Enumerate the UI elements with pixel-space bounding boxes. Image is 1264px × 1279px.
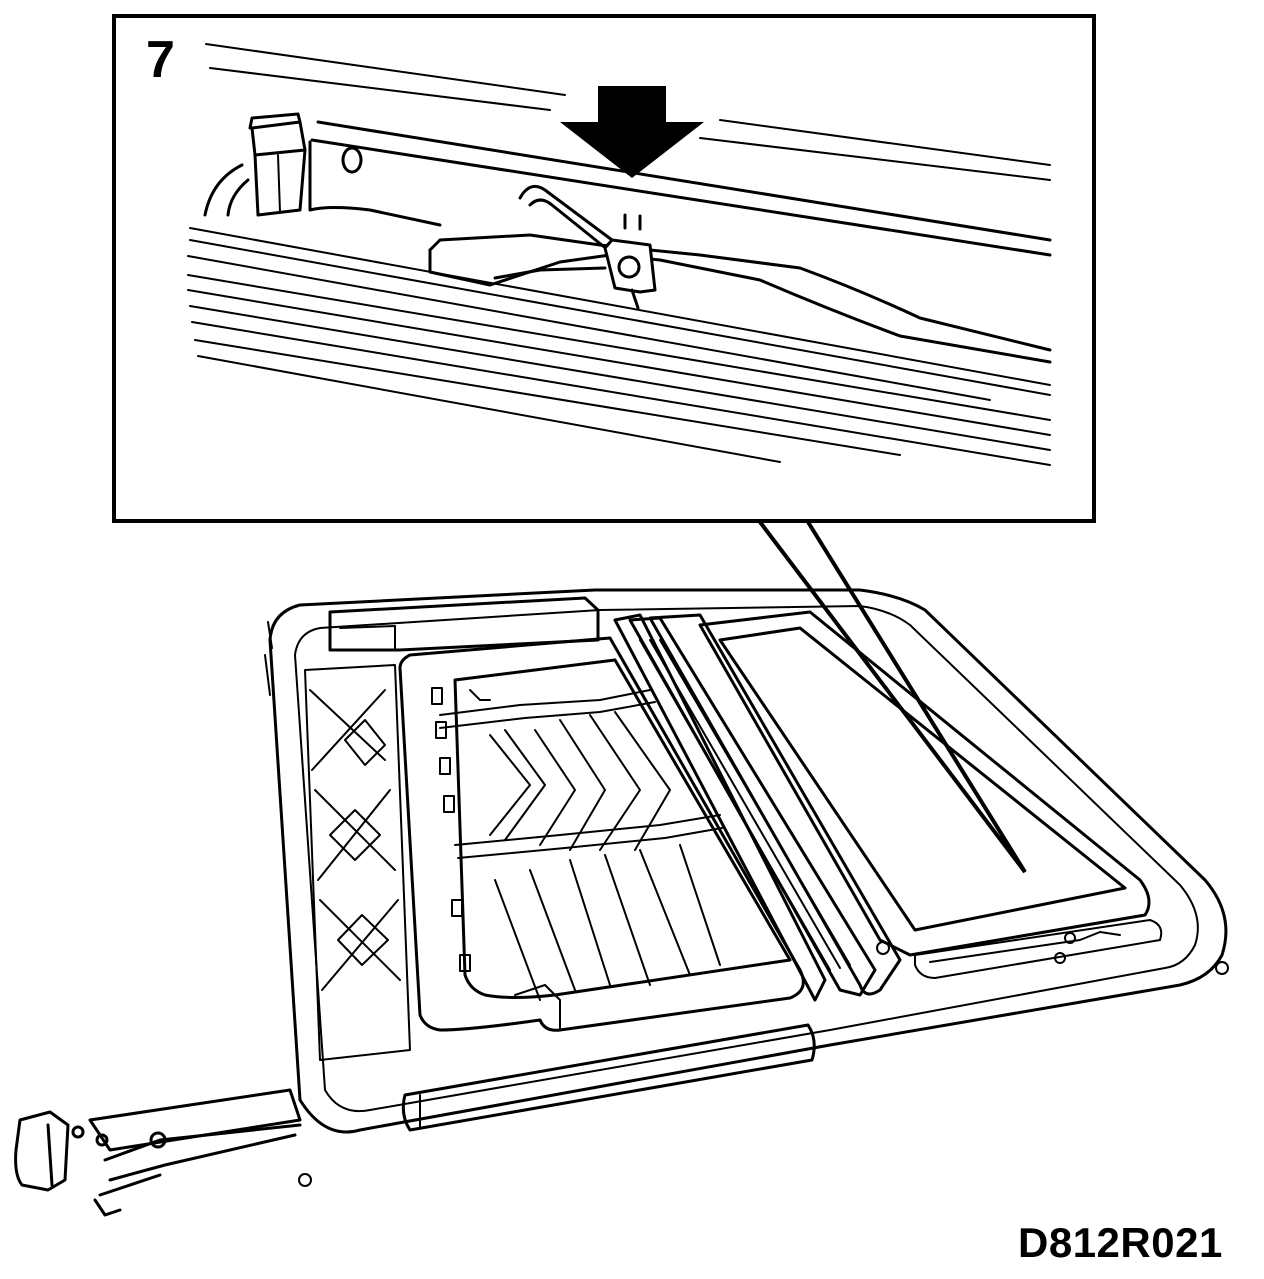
sunroof-assembly [14, 588, 1229, 1217]
upper-rail-lines [205, 43, 1051, 181]
callout-pointer [758, 520, 1027, 874]
rail-hole [341, 146, 363, 174]
step-number-label: 7 [146, 31, 175, 89]
down-arrow-icon [560, 86, 704, 178]
figure-reference-code: D812R021 [1018, 1219, 1223, 1266]
hex-bolt [203, 112, 307, 217]
lower-rail-lines [187, 227, 1051, 466]
detail-callout [112, 14, 1096, 523]
clip-screw [617, 255, 641, 279]
top-rail [308, 120, 1052, 257]
